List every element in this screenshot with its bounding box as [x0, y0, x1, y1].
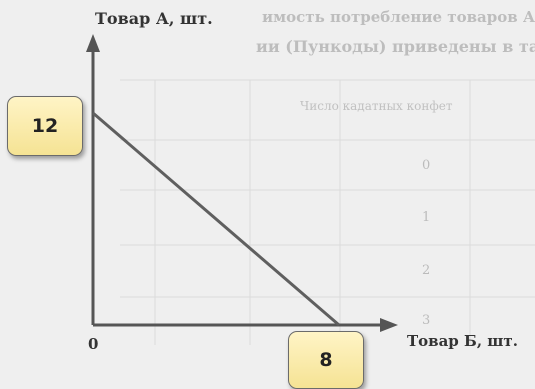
- background-table-header: Число кадатных конфет: [300, 99, 453, 113]
- y-axis-arrow: [86, 34, 100, 52]
- x-intercept-callout: 8: [288, 331, 364, 389]
- background-table-cell-1: 1: [422, 210, 430, 225]
- x-axis-label: Товар Б, шт.: [407, 332, 518, 350]
- background-text-line-1: имость потребление товаров А: [262, 8, 535, 26]
- background-text-line-2: ии (Пункоды) приведены в таблице.: [256, 37, 535, 56]
- background-table-lines: [120, 79, 535, 345]
- x-axis-arrow: [380, 318, 398, 332]
- budget-line: [92, 111, 340, 327]
- background-page: имость потребление товаров А ии (Пункоды…: [120, 8, 535, 345]
- y-axis-label: Товар А, шт.: [95, 9, 213, 28]
- background-table-cell-3: 3: [422, 313, 430, 328]
- background-table-cell-2: 2: [422, 263, 430, 278]
- origin-label: 0: [88, 335, 98, 353]
- y-intercept-callout: 12: [7, 96, 83, 156]
- background-table-cell-0: 0: [422, 158, 430, 173]
